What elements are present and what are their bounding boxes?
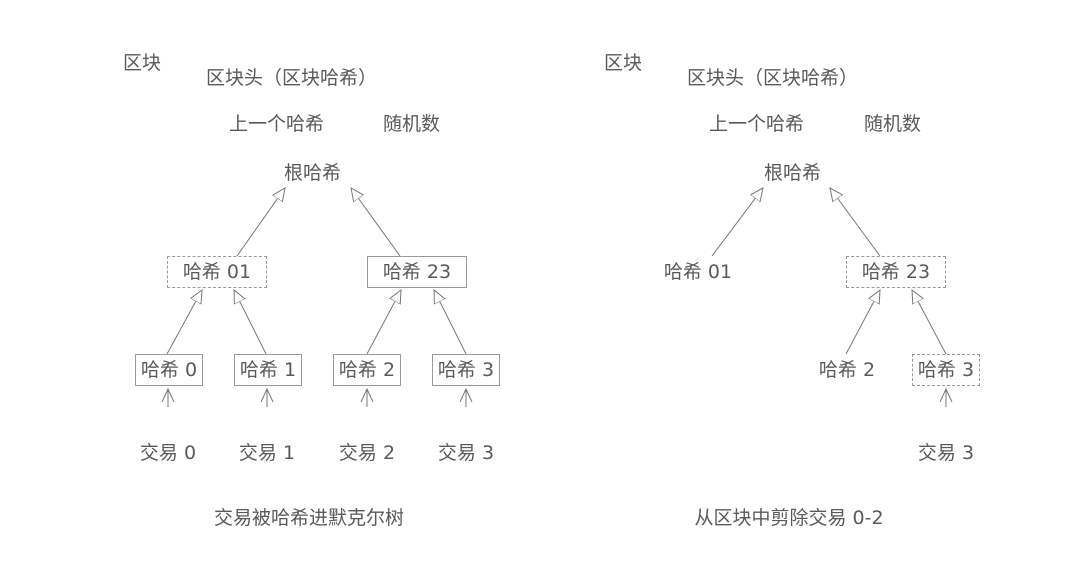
right-caption: 从区块中剪除交易 0-2 <box>694 507 884 529</box>
pruned-root-hash-label: 根哈希 <box>764 162 822 184</box>
pruned-tx3-label: 交易 3 <box>917 442 975 464</box>
left-caption: 交易被哈希进默克尔树 <box>213 507 405 529</box>
arrow-pruned-hash2-to-hash23 <box>845 290 880 355</box>
arrow-hash0-to-hash01 <box>166 290 202 355</box>
arrow-hash3-to-hash23 <box>434 290 467 355</box>
pruned-prev-hash-label: 上一个哈希 <box>709 113 805 135</box>
arrow-pruned-hash01-to-root <box>711 188 763 257</box>
pruned-block-label: 区块 <box>604 52 643 74</box>
pruned-hash3-node: 哈希 3 <box>912 354 980 386</box>
hash1-node: 哈希 1 <box>234 354 302 386</box>
tx2-label: 交易 2 <box>338 442 396 464</box>
arrow-pruned-hash23-to-root <box>830 188 881 257</box>
pruned-hash23-node: 哈希 23 <box>846 256 946 288</box>
tx3-label: 交易 3 <box>437 442 495 464</box>
pruned-hash2-node: 哈希 2 <box>818 359 876 381</box>
pruned-nonce-label: 随机数 <box>864 113 922 135</box>
tx1-label: 交易 1 <box>238 442 296 464</box>
arrow-pruned-hash3-to-hash23 <box>912 290 947 355</box>
hash2-node: 哈希 2 <box>333 354 401 386</box>
hash01-node: 哈希 01 <box>167 256 267 288</box>
pruned-hash01-node: 哈希 01 <box>663 261 733 283</box>
root-hash-label: 根哈希 <box>284 162 342 184</box>
arrow-hash1-to-hash01 <box>234 290 267 355</box>
tx0-label: 交易 0 <box>139 442 197 464</box>
arrow-hash2-to-hash23 <box>366 290 401 355</box>
pruned-block-header-label: 区块头（区块哈希） <box>687 67 859 89</box>
hash23-node: 哈希 23 <box>367 256 467 288</box>
hash3-node: 哈希 3 <box>432 354 500 386</box>
nonce-label: 随机数 <box>383 113 441 135</box>
block-header-label: 区块头（区块哈希） <box>206 67 378 89</box>
arrow-hash23-to-root <box>351 188 401 257</box>
block-label: 区块 <box>123 52 162 74</box>
arrow-hash01-to-root <box>236 188 285 257</box>
prev-hash-label: 上一个哈希 <box>229 113 325 135</box>
hash0-node: 哈希 0 <box>135 354 203 386</box>
